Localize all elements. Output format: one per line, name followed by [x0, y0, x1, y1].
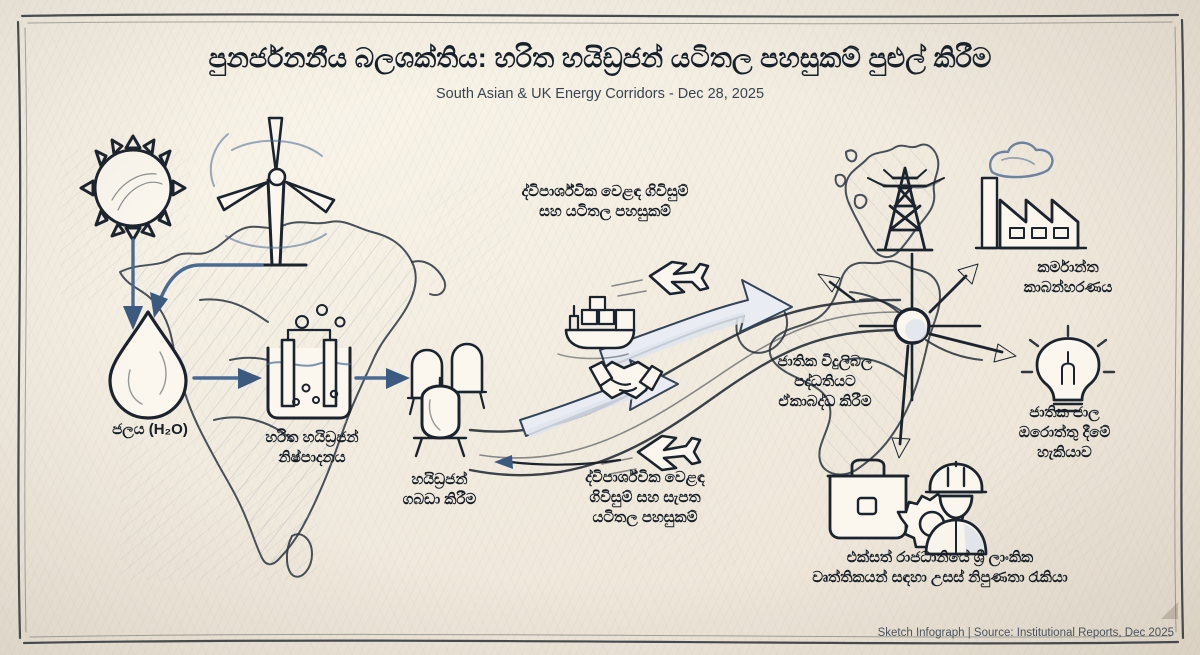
label-water: ජලය (H₂O): [112, 421, 188, 438]
label-jobs: එක්සත් රාජධානියේ ශ්‍රී ලාංකික වෘත්තිකයන්…: [812, 549, 1068, 586]
grid-hub-icon: [849, 252, 983, 402]
flow-arrow-upper: [599, 279, 793, 370]
briefcase-icon: [826, 458, 910, 540]
arrow-wind-to-water: [150, 263, 264, 318]
arrow-hub-to-grid-resilience: [928, 332, 1017, 363]
handshake-icon: [588, 360, 664, 400]
page-title: පුනර්ජනනීය බලශක්තිය: හරිත හයිඩ්‍රජන් යටි…: [208, 43, 992, 73]
label-industry: කර්මාන්ත කාබන්හරණය: [1023, 259, 1113, 296]
sun-icon: [79, 134, 187, 242]
page-subtitle: South Asian & UK Energy Corridors - Dec …: [435, 86, 765, 102]
arrow-hub-to-jobs: [891, 344, 911, 459]
arrow-water-to-electrolysis: [192, 368, 262, 389]
lightbulb-icon: [1020, 324, 1116, 413]
cargo-ship-icon: [557, 295, 636, 360]
arrow-into-uk: [817, 273, 856, 302]
water-drop-icon: [108, 310, 188, 420]
label-trade-top: ද්විපාර්ශ්වික වෙළඳ ගිවිසුම් සහ යටිතල පහස…: [521, 183, 689, 220]
airplane-icon-bottom: [601, 434, 702, 475]
label-grid-integration: ජාතික විදුලිබල පද්ධතියට ඒකාබද්ධ කිරීම: [777, 353, 873, 410]
power-pylon-icon: [867, 166, 945, 252]
footer-credit: Sketch Infograph | Source: Institutional…: [877, 627, 1174, 639]
label-storage: හයිඩ්‍රජන් ගබඩා කිරීම: [402, 471, 477, 508]
label-trade-bottom: ද්විපාර්ශ්වික වෙළඳ ගිවිසුම් සහ සැපත යටිත…: [585, 469, 705, 526]
arrow-hub-to-industry: [928, 263, 979, 314]
corner-fold-mark: [1161, 602, 1178, 619]
electrolyser-icon: [266, 304, 352, 420]
label-grid-resilience: ජාතික ජාල ඔරොත්තු දීමේ හැකියාව: [1018, 404, 1111, 461]
return-arrow-to-storage: [494, 455, 622, 469]
label-electrolysis: හරිත හයිඩ්‍රජන් නිෂ්පාදනය: [265, 429, 359, 466]
factory-icon: [974, 141, 1088, 250]
hydrogen-tank-icon: [406, 342, 488, 458]
wind-turbine-icon: [209, 116, 336, 267]
arrow-sun-to-water: [123, 238, 143, 330]
worker-helmet-icon: [924, 460, 988, 556]
arrow-electrolysis-to-storage: [354, 368, 410, 389]
airplane-icon-top: [611, 260, 710, 297]
